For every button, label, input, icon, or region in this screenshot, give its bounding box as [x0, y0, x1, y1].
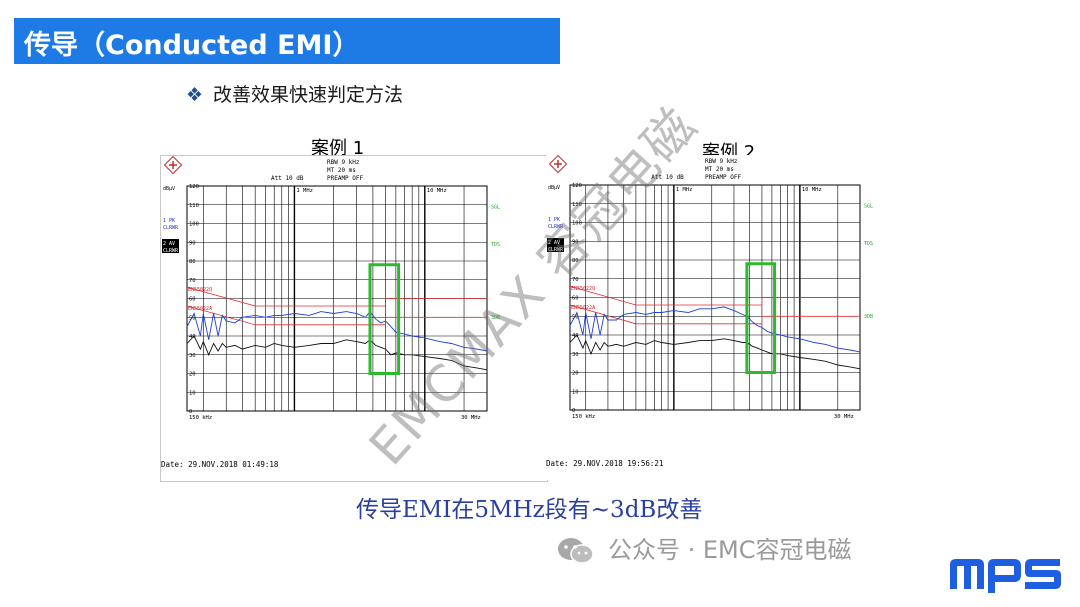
unit-label: dBµV — [548, 185, 560, 191]
y-tick-label: 80 — [189, 259, 196, 265]
header-preamp: PREAMP OFF — [327, 175, 364, 182]
x-tick-label-10mhz: 10 MHz — [802, 187, 822, 193]
y-tick-label: 60 — [189, 297, 196, 303]
y-tick-label: 120 — [572, 183, 582, 189]
y-tick-label: 60 — [572, 296, 579, 302]
rs-logo-icon — [548, 155, 568, 174]
right-label-sgl: SGL — [491, 205, 500, 211]
y-tick-label: 20 — [572, 371, 579, 377]
trace-peak — [186, 310, 488, 352]
mps-logo: mps — [950, 559, 1061, 593]
side-label-pk: 1 PK — [548, 217, 560, 223]
x-tick-label-10mhz: 10 MHz — [427, 188, 447, 194]
side-label-av: 2 AV — [163, 241, 175, 247]
highlight-box — [745, 262, 777, 374]
y-tick-label: 40 — [572, 333, 579, 339]
y-tick-label: 120 — [189, 184, 199, 190]
y-tick-label: 80 — [572, 258, 579, 264]
y-tick-label: 100 — [572, 221, 582, 227]
limit-line-en55022q — [569, 285, 860, 306]
header-att: Att 10 dB — [271, 175, 304, 182]
unit-label: dBµV — [163, 186, 175, 192]
header-mt: MT 20 ms — [327, 167, 356, 174]
highlight-box — [368, 263, 401, 375]
y-tick-label: 10 — [572, 389, 579, 395]
x-tick-label-end: 30 MHz — [834, 414, 854, 420]
y-tick-label: 40 — [189, 334, 196, 340]
bullet-line: ❖ 改善效果快速判定方法 — [186, 80, 403, 107]
slide-title-bar: 传导（Conducted EMI） — [14, 18, 560, 64]
header-rbw: RBW 9 kHz — [705, 158, 738, 165]
side-label-clrwr-1: CLRWR — [163, 225, 179, 231]
diamond-bullet-icon: ❖ — [186, 84, 204, 106]
trace-peak — [569, 306, 861, 353]
x-tick-label-start: 150 kHz — [572, 414, 595, 420]
side-label-clrwr-2: CLRWR — [548, 247, 564, 253]
x-tick-label-end: 30 MHz — [461, 415, 481, 421]
y-tick-label: 0 — [189, 409, 192, 415]
y-tick-label: 0 — [572, 408, 575, 414]
plot-date: Date: 29.NOV.2018 19:56:21 — [546, 459, 663, 468]
limit-label-q: EN55022Q — [188, 287, 212, 293]
plot-date: Date: 29.NOV.2018 01:49:18 — [161, 460, 279, 469]
trace-average — [186, 335, 488, 371]
header-preamp: PREAMP OFF — [705, 174, 742, 181]
y-tick-label: 30 — [572, 352, 579, 358]
limit-line-en55022q — [186, 286, 487, 307]
rs-logo-cross — [554, 160, 562, 168]
header-rbw: RBW 9 kHz — [327, 159, 360, 166]
side-label-clrwr-1: CLRWR — [548, 224, 564, 230]
side-label-av-box — [162, 239, 179, 253]
right-label-3db: 3DB — [491, 315, 500, 321]
wechat-icon — [558, 538, 594, 564]
limit-label-a: EN55022A — [188, 306, 212, 312]
right-label-3db: 3DB — [864, 314, 873, 320]
y-tick-label: 20 — [189, 372, 196, 378]
y-tick-label: 90 — [189, 240, 196, 246]
case-1-title: 案例 1 — [311, 138, 365, 159]
y-tick-label: 100 — [189, 222, 199, 228]
y-tick-label: 30 — [189, 353, 196, 359]
wechat-account: 公众号 · EMC容冠电磁 — [556, 530, 852, 566]
rs-logo-cross — [169, 161, 177, 169]
x-tick-label-1mhz: 1 MHz — [676, 187, 693, 193]
y-tick-label: 70 — [572, 277, 579, 283]
trace-average — [569, 334, 861, 370]
x-tick-label-start: 150 kHz — [189, 415, 212, 421]
y-tick-label: 10 — [189, 390, 196, 396]
y-tick-label: 50 — [189, 315, 196, 321]
header-mt: MT 20 ms — [705, 166, 734, 173]
side-label-av-box — [547, 238, 564, 252]
y-tick-label: 70 — [189, 278, 196, 284]
limit-line-en55022a — [186, 305, 487, 326]
limit-label-a: EN55022A — [571, 305, 595, 311]
y-tick-label: 110 — [572, 202, 582, 208]
side-label-pk: 1 PK — [163, 218, 175, 224]
rs-logo-icon — [163, 156, 183, 175]
side-label-clrwr-2: CLRWR — [163, 248, 179, 254]
right-label-tds: TDS — [491, 242, 500, 248]
x-tick-label-1mhz: 1 MHz — [296, 188, 313, 194]
slide-title: 传导（Conducted EMI） — [24, 30, 360, 61]
header-att: Att 10 dB — [651, 174, 684, 181]
y-tick-label: 90 — [572, 239, 579, 245]
limit-line-en55022a — [569, 304, 860, 325]
right-label-sgl: SGL — [864, 204, 873, 210]
y-tick-label: 50 — [572, 314, 579, 320]
result-caption: 传导EMI在5MHz段有~3dB改善 — [356, 497, 703, 523]
account-name: 公众号 · EMC容冠电磁 — [608, 536, 852, 564]
limit-label-q: EN55022Q — [571, 286, 595, 292]
bullet-text: 改善效果快速判定方法 — [213, 84, 404, 106]
y-tick-label: 110 — [189, 203, 199, 209]
side-label-av: 2 AV — [548, 240, 560, 246]
right-label-tds: TDS — [864, 241, 873, 247]
